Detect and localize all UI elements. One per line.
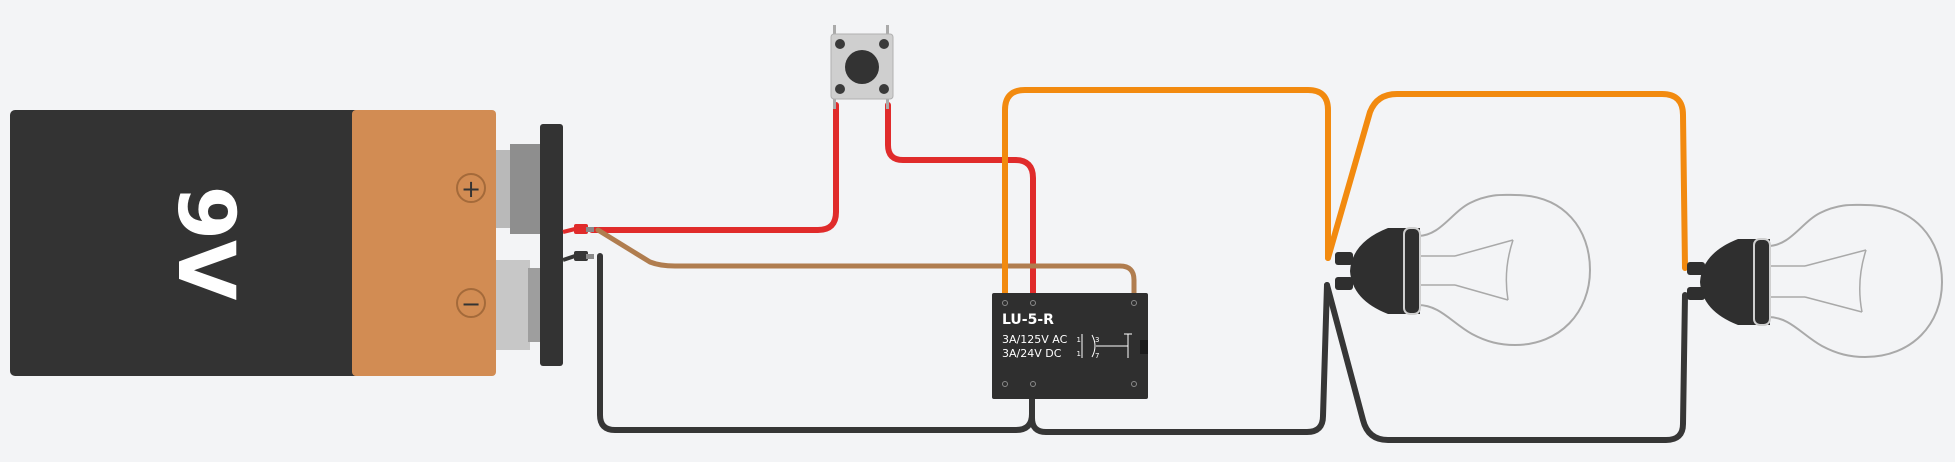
battery-cap: [352, 110, 496, 376]
push-button-corner-br: [879, 84, 889, 94]
battery-body: [10, 110, 360, 376]
battery-minus-symbol: −: [461, 290, 481, 318]
relay-pin: [1030, 300, 1036, 306]
light-bulb-1-terminal-bottom[interactable]: [1335, 277, 1353, 290]
wire-black-relay-to-bulb1[interactable]: [1029, 282, 1330, 435]
relay-rating-ac: 3A/125V AC: [1002, 333, 1068, 346]
light-bulb-2[interactable]: [1687, 203, 1944, 359]
push-button-cap[interactable]: [845, 50, 879, 84]
push-button-leg-bottom-left: [833, 99, 836, 109]
battery-snap-connector: [540, 124, 563, 366]
relay-side-tab: [1140, 340, 1148, 354]
light-bulb-1-glass: [1417, 193, 1592, 347]
light-bulb-2-socket: [1700, 239, 1770, 325]
battery-lead-positive[interactable]: [562, 224, 594, 234]
relay-pin: [1002, 300, 1008, 306]
push-button-corner-bl: [835, 84, 845, 94]
light-bulb-1-socket: [1350, 228, 1420, 314]
light-bulb-2-socket-ring: [1753, 238, 1771, 326]
light-bulb-1-terminal-top[interactable]: [1335, 252, 1353, 265]
battery-9v[interactable]: 9V + −: [10, 110, 594, 376]
battery-lead-negative[interactable]: [562, 251, 594, 262]
battery-label: 9V: [160, 186, 250, 301]
wire-brown-battery-to-relay[interactable]: [595, 227, 1137, 301]
light-bulb-1[interactable]: [1335, 193, 1592, 347]
relay-pin-label-bottom-right: 7: [1095, 352, 1099, 360]
battery-terminal-positive[interactable]: [496, 144, 540, 234]
push-button-corner-tl: [835, 39, 845, 49]
push-button-corner-tr: [879, 39, 889, 49]
relay-pin: [1131, 300, 1137, 306]
push-button-leg-right: [886, 25, 889, 37]
light-bulb-2-filament: [1758, 249, 1867, 313]
battery-minus-marker: −: [456, 288, 486, 318]
wires: [589, 87, 1688, 443]
wire-red-battery-to-button[interactable]: [589, 102, 839, 233]
relay-body: [992, 293, 1148, 399]
light-bulb-2-glass: [1767, 203, 1944, 359]
relay-pin: [1002, 381, 1008, 387]
light-bulb-1-filament: [1408, 239, 1514, 301]
relay-pin-label-top: 1: [1077, 336, 1081, 344]
battery-terminal-negative[interactable]: [496, 260, 540, 350]
light-bulb-2-terminal-bottom[interactable]: [1687, 287, 1705, 300]
push-button[interactable]: [830, 25, 894, 109]
relay[interactable]: LU-5-R 3A/125V AC 3A/24V DC 1 1 3 7: [992, 293, 1148, 399]
wire-orange-bulb1-to-bulb2[interactable]: [1325, 91, 1688, 271]
wire-black-bulb1-to-bulb2[interactable]: [1324, 282, 1688, 443]
light-bulb-2-terminal-top[interactable]: [1687, 262, 1705, 275]
relay-pin-label-top-right: 3: [1095, 336, 1099, 344]
light-bulb-1-socket-ring: [1403, 227, 1421, 315]
wire-black-battery-to-relay[interactable]: [597, 253, 1035, 433]
relay-pin-label-bottom: 1: [1077, 350, 1081, 358]
relay-schematic: [1081, 333, 1132, 358]
push-button-leg-left: [833, 25, 836, 37]
relay-pin: [1131, 381, 1137, 387]
battery-plus-marker: +: [456, 173, 486, 203]
wire-orange-relay-to-bulb1[interactable]: [1002, 87, 1331, 301]
push-button-leg-bottom-right: [886, 99, 889, 109]
wire-red-button-to-relay[interactable]: [885, 102, 1036, 301]
relay-rating-dc: 3A/24V DC: [1002, 347, 1062, 360]
battery-plus-symbol: +: [461, 175, 481, 203]
relay-pin: [1030, 381, 1036, 387]
relay-name: LU-5-R: [1002, 312, 1054, 328]
